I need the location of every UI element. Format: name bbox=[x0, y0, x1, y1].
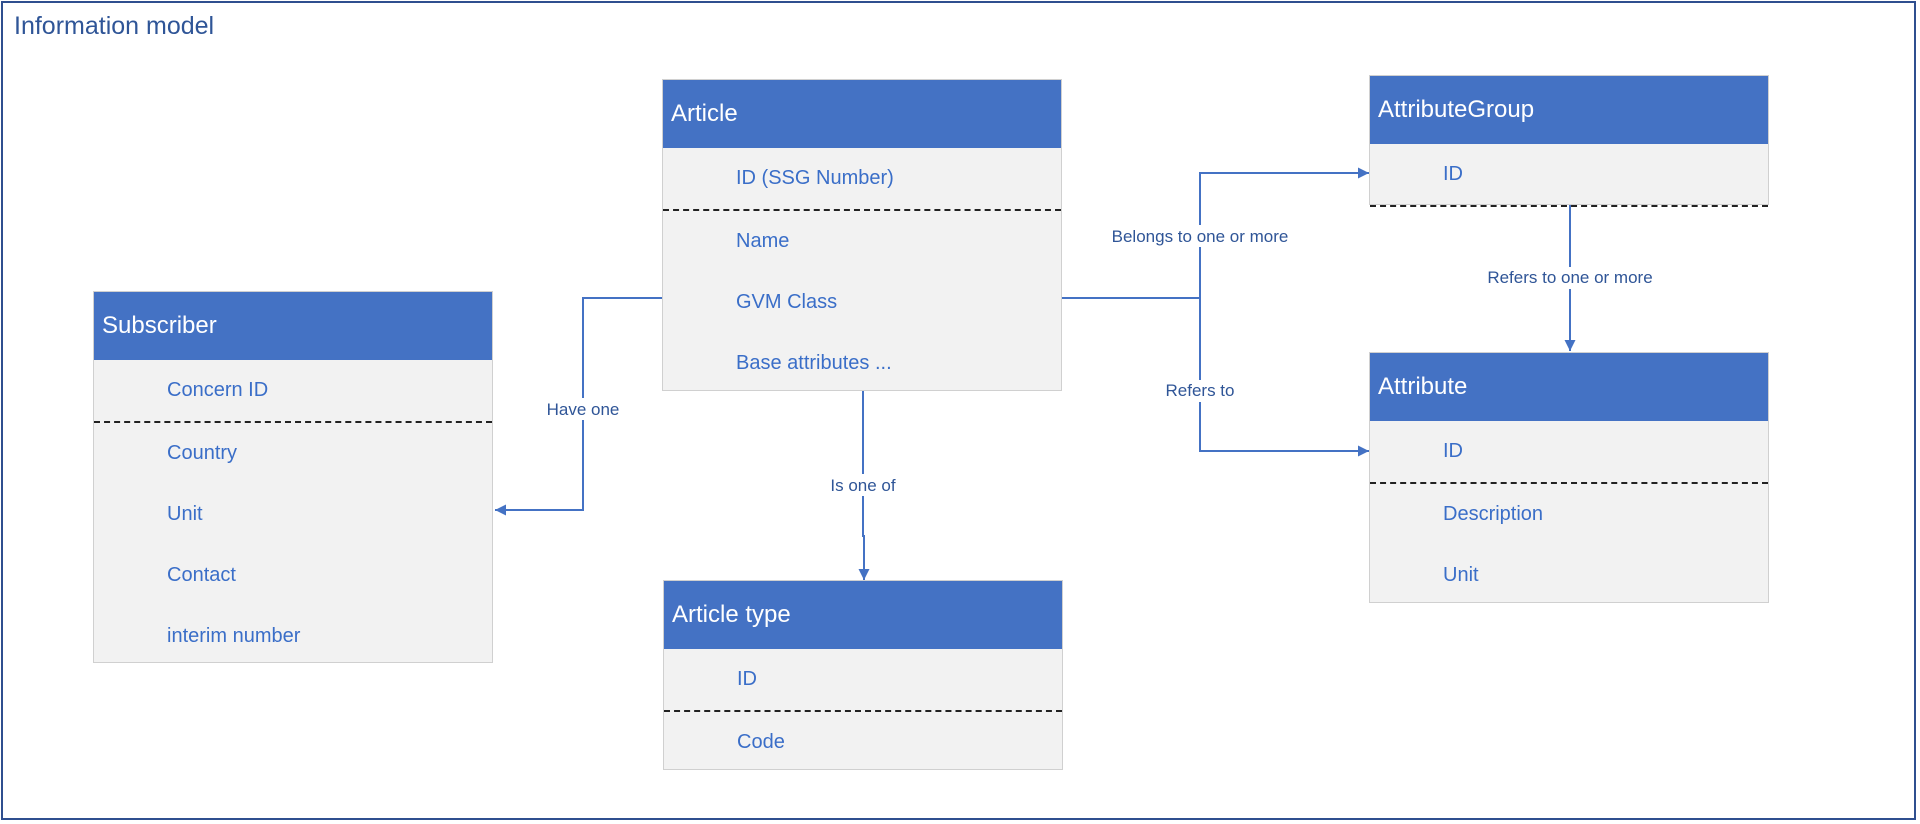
attribute-key-field: ID bbox=[1370, 421, 1768, 484]
article-field: GVM Class bbox=[736, 291, 838, 313]
refers-to-connector bbox=[1199, 298, 1369, 457]
belongs-to-label: Belongs to one or more bbox=[1112, 227, 1289, 246]
subscriber-entity-name: Subscriber bbox=[94, 292, 492, 360]
article-type-field: Code bbox=[737, 731, 785, 753]
subscriber-key-field: Concern ID bbox=[94, 360, 492, 423]
subscriber-field: interim number bbox=[167, 625, 301, 647]
attribute-group-entity-name: AttributeGroup bbox=[1370, 76, 1768, 144]
article-type-entity-name: Article type bbox=[664, 581, 1062, 649]
refers-to-one-or-more-label: Refers to one or more bbox=[1487, 268, 1652, 287]
is-one-of-label: Is one of bbox=[830, 476, 895, 495]
attribute-entity: Attribute ID Description Unit bbox=[1369, 352, 1769, 603]
article-field: Name bbox=[736, 230, 790, 252]
attribute-group-entity: AttributeGroup ID bbox=[1369, 75, 1769, 207]
article-type-entity: Article type ID Code bbox=[663, 580, 1063, 770]
attribute-group-key-field: ID bbox=[1370, 144, 1768, 207]
article-key-field: ID (SSG Number) bbox=[663, 148, 1061, 211]
attribute-field: Unit bbox=[1443, 564, 1479, 586]
article-field: Base attributes ... bbox=[736, 352, 892, 374]
subscriber-field: Contact bbox=[167, 564, 236, 586]
subscriber-field: Country bbox=[167, 442, 238, 464]
article-entity: Article ID (SSG Number) Name GVM Class B… bbox=[662, 79, 1062, 391]
have-one-label: Have one bbox=[547, 400, 620, 419]
article-type-key-field: ID bbox=[664, 649, 1062, 712]
diagram-title: Information model bbox=[14, 12, 215, 40]
attribute-field: Description bbox=[1443, 503, 1544, 525]
is-one-of-connector bbox=[858, 390, 870, 580]
article-entity-name: Article bbox=[663, 80, 1061, 148]
attribute-entity-name: Attribute bbox=[1370, 353, 1768, 421]
refers-to-label: Refers to bbox=[1166, 381, 1235, 400]
subscriber-entity: Subscriber Concern ID Country Unit Conta… bbox=[93, 291, 493, 663]
subscriber-field: Unit bbox=[167, 503, 203, 525]
